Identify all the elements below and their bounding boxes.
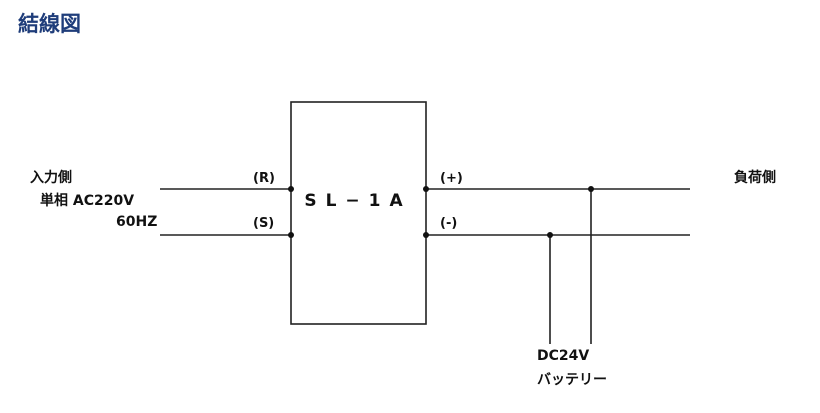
terminal-plus-label: (+) bbox=[440, 171, 463, 186]
terminal-minus-label: (-) bbox=[440, 216, 457, 231]
input-phase-voltage-label: 単相 AC220V bbox=[40, 192, 134, 209]
junction-plus-dot bbox=[588, 186, 594, 192]
battery-name-label: バッテリー bbox=[537, 372, 607, 388]
device-box bbox=[290, 101, 427, 325]
junction-minus-dot bbox=[547, 232, 553, 238]
terminal-s-dot bbox=[288, 232, 294, 238]
page-title: 結線図 bbox=[18, 12, 81, 36]
terminal-plus-dot bbox=[423, 186, 429, 192]
terminal-s-label: (S) bbox=[253, 216, 274, 231]
input-side-label: 入力側 bbox=[30, 169, 72, 186]
device-model-label: SL−1A bbox=[304, 191, 411, 211]
load-side-label: 負荷側 bbox=[734, 169, 776, 186]
terminal-r-dot bbox=[288, 186, 294, 192]
terminal-minus-dot bbox=[423, 232, 429, 238]
terminal-r-label: (R) bbox=[253, 171, 275, 186]
input-frequency-label: 60HZ bbox=[116, 214, 157, 230]
battery-voltage-label: DC24V bbox=[537, 348, 589, 364]
